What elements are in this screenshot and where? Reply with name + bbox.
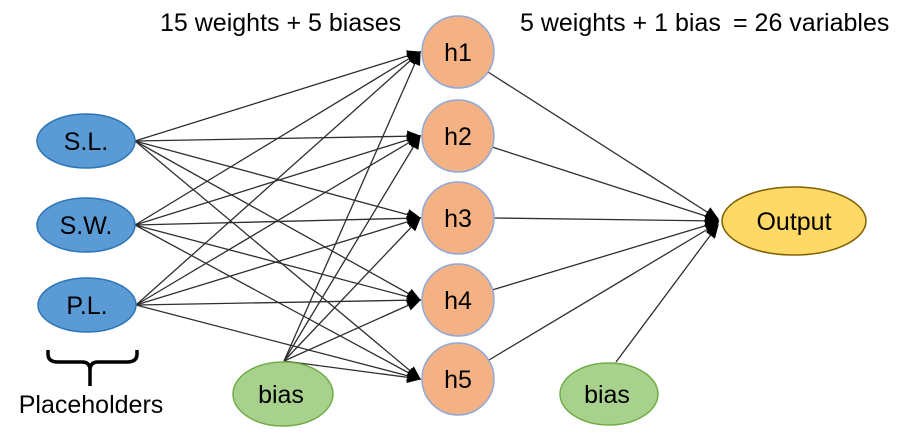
edge-sw-h2 [134,134,422,226]
input-ellipse [37,277,137,333]
edge-pl-h5 [135,304,422,382]
hidden-label: h1 [444,39,472,67]
input-ellipse [36,113,136,169]
edge-bias1-h4 [283,299,422,362]
input-ellipse [36,197,136,253]
edge-bias2-output [615,223,719,363]
output-params-label: 5 weights + 1 bias [520,9,721,37]
hidden-circle [421,15,495,89]
edge-h5-output [488,222,720,361]
hidden-label: h2 [444,123,472,151]
hidden-label: h5 [444,366,472,394]
edge-pl-h1 [135,51,422,306]
edge-h2-output [491,146,720,222]
node-input-pl: P.L. [37,277,137,333]
output-label: Output [756,208,831,236]
brace-left-half [46,350,92,386]
bias-ellipse [559,362,659,426]
node-input-sl: S.L. [36,113,136,169]
node-hidden-h1: h1 [421,15,495,89]
edge-h4-output [491,220,720,291]
node-hidden-h4: h4 [421,263,495,337]
edge-sl-h5 [134,140,422,380]
hidden-params-label: 15 weights + 5 biases [160,9,401,37]
edges-hidden-to-output [487,71,720,363]
edges-bias-to-hidden [283,50,422,383]
hidden-label: h4 [444,287,472,315]
hidden-circle [421,263,495,337]
node-hidden-h3: h3 [421,181,495,255]
edge-h1-output [487,71,720,220]
node-hidden-h5: h5 [421,342,495,416]
hidden-circle [421,181,495,255]
brace-right-half [88,350,139,371]
node-output-bias: bias [559,362,659,426]
edges-input-to-hidden [134,50,422,382]
edge-sw-h1 [134,51,422,226]
node-hidden-h2: h2 [421,99,495,173]
input-label: S.L. [64,128,108,156]
output-ellipse [721,186,867,256]
edge-sl-h1 [134,50,422,142]
edge-sw-h4 [134,224,422,303]
bias-label: bias [258,381,304,409]
edge-bias1-h2 [283,134,421,362]
hidden-label: h3 [444,205,472,233]
edge-pl-h3 [135,216,422,306]
node-hidden-bias: bias [232,361,334,427]
total-variables-label: = 26 variables [733,9,889,37]
edge-bias1-h1 [283,50,421,362]
bias-ellipse [232,361,334,427]
node-input-sw: S.W. [36,197,136,253]
edge-pl-h4 [135,294,422,306]
hidden-circle [421,342,495,416]
node-output: Output [721,186,867,256]
edge-pl-h2 [135,135,422,306]
placeholders-brace [46,350,139,386]
hidden-circle [421,99,495,173]
input-label: S.W. [60,212,113,240]
edge-bias1-h3 [283,216,421,362]
edge-bias1-h5 [283,360,422,383]
bias-label: bias [584,381,630,409]
placeholders-label: Placeholders [19,391,164,419]
input-label: P.L. [66,292,107,320]
edge-h3-output [493,215,720,227]
